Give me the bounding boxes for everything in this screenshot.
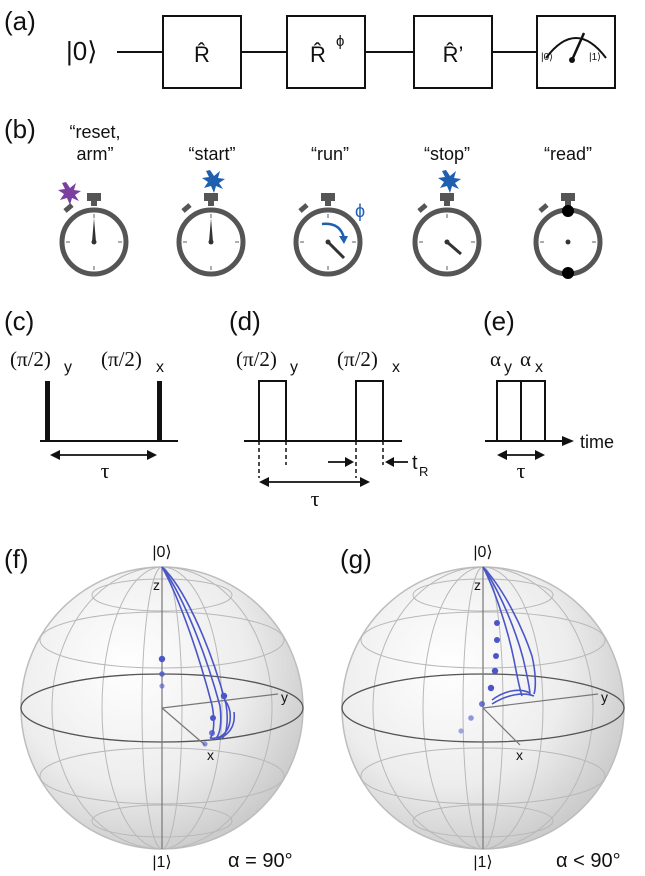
blue-flash-icon-2 xyxy=(438,170,461,193)
phase-symbol: ϕ xyxy=(355,201,365,221)
pulse-d-rise-arrows xyxy=(328,457,408,467)
meter-label-0: |0⟩ xyxy=(541,52,553,63)
x-axis-g xyxy=(482,707,521,746)
pulse-e-second-label: α xyxy=(520,347,531,371)
meter-arc-icon xyxy=(545,37,607,59)
stopwatch-reset-icon xyxy=(58,182,129,277)
pulse-c-second xyxy=(157,381,162,441)
bloch-g-x-label: x xyxy=(516,747,523,763)
y-axis-g xyxy=(482,693,599,709)
input-state-label: |0⟩ xyxy=(66,36,97,66)
bloch-g-caption: α < 90° xyxy=(556,850,621,872)
blue-flash-icon xyxy=(202,170,225,193)
stopwatch-stop-icon xyxy=(412,170,482,277)
pulse-e-interval-arrow xyxy=(497,450,545,460)
panel-label-e: (e) xyxy=(483,306,515,336)
trajectory-points-g xyxy=(458,620,500,734)
meter-label-1: |1⟩ xyxy=(589,52,601,63)
pulse-d-right-sub: x xyxy=(392,359,400,376)
step-label-read: “read” xyxy=(544,144,592,164)
pulse-d-rise-time: t xyxy=(412,452,418,474)
bloch-f-caption: α = 90° xyxy=(228,850,293,872)
pulse-e-first-label: α xyxy=(490,347,501,371)
time-axis-label: time xyxy=(580,432,614,452)
step-label-stop: “stop” xyxy=(424,144,470,164)
bloch-g-y-label: y xyxy=(601,689,608,705)
stopwatch-run-icon: ϕ xyxy=(293,193,365,277)
pulse-d-tau: τ xyxy=(311,486,320,511)
meter-needle-icon xyxy=(570,32,586,61)
measurement-meter: |0⟩ |1⟩ xyxy=(536,15,616,89)
pulse-d-rise-sub: R xyxy=(419,464,428,479)
bloch-f-y-label: y xyxy=(281,689,288,705)
pulse-d-guides xyxy=(258,441,384,478)
pulse-d-right-label: (π/2) xyxy=(337,347,378,371)
time-axis-arrow-icon xyxy=(562,436,574,446)
gate-r-phi-label: R̂ xyxy=(310,42,326,67)
panel-label-f: (f) xyxy=(4,544,29,574)
bloch-f-x-label: x xyxy=(207,747,214,763)
pulse-e-second-sub: x xyxy=(535,359,543,376)
step-label-start: “start” xyxy=(189,144,236,164)
pulse-d-interval-arrow xyxy=(259,477,370,487)
readout-dot-1 xyxy=(562,267,574,279)
trajectory-f xyxy=(161,566,236,739)
pulse-c-left-sub: y xyxy=(64,359,72,376)
pulse-e-tau: τ xyxy=(517,458,526,483)
bloch-sphere-f: |0⟩ |1⟩ z x y xyxy=(20,544,304,871)
pulse-e-first xyxy=(496,380,522,442)
step-label-reset: “reset, xyxy=(69,122,120,142)
panel-label-b: (b) xyxy=(4,114,36,144)
pulse-d-first xyxy=(258,380,287,442)
pulse-c-left-label: (π/2) xyxy=(10,347,51,371)
step-label-reset-2: arm” xyxy=(77,144,114,164)
bloch-sphere-g: |0⟩ |1⟩ z x y xyxy=(341,544,625,871)
gate-r-label: R̂ xyxy=(194,42,210,67)
step-label-run: “run” xyxy=(311,144,349,164)
pulse-e-first-sub: y xyxy=(504,359,512,376)
panel-label-c: (c) xyxy=(4,306,34,336)
purple-flash-icon xyxy=(58,182,81,205)
trajectory-g xyxy=(482,566,537,705)
pulse-c-interval-arrow xyxy=(50,450,157,460)
gate-r-phi-superscript: ϕ xyxy=(336,33,344,50)
rotation-arrow-icon xyxy=(321,222,346,239)
bloch-f-z-label: z xyxy=(153,577,160,593)
trajectory-points-f xyxy=(158,655,228,747)
gate-r: R̂ xyxy=(162,15,242,89)
pulse-c-right-sub: x xyxy=(156,359,164,376)
bloch-f-top-state: |0⟩ xyxy=(152,544,171,561)
panel-label-d: (d) xyxy=(229,306,261,336)
pulse-c-first xyxy=(45,381,50,441)
panel-label-g: (g) xyxy=(340,544,372,574)
bloch-g-bottom-state: |1⟩ xyxy=(473,854,492,871)
y-axis-f xyxy=(161,693,279,709)
bloch-g-top-state: |0⟩ xyxy=(473,544,492,561)
pulse-d-second xyxy=(355,380,384,442)
bloch-f-bottom-state: |1⟩ xyxy=(152,854,171,871)
gate-r-prime: R̂’ xyxy=(413,15,493,89)
pulse-e-second xyxy=(520,380,546,442)
gate-r-prime-label: R̂’ xyxy=(443,42,464,67)
stopwatch-start-icon xyxy=(176,170,246,277)
readout-dot-0 xyxy=(562,205,574,217)
x-axis-f xyxy=(161,707,206,746)
bloch-g-z-label: z xyxy=(474,577,481,593)
pulse-d-left-label: (π/2) xyxy=(236,347,277,371)
pulse-c-tau: τ xyxy=(101,458,110,483)
stopwatch-read-icon xyxy=(533,193,603,279)
pulse-d-left-sub: y xyxy=(290,359,298,376)
pulse-c-right-label: (π/2) xyxy=(101,347,142,371)
gate-r-phi: R̂ ϕ xyxy=(286,15,366,89)
panel-label-a: (a) xyxy=(4,6,36,36)
